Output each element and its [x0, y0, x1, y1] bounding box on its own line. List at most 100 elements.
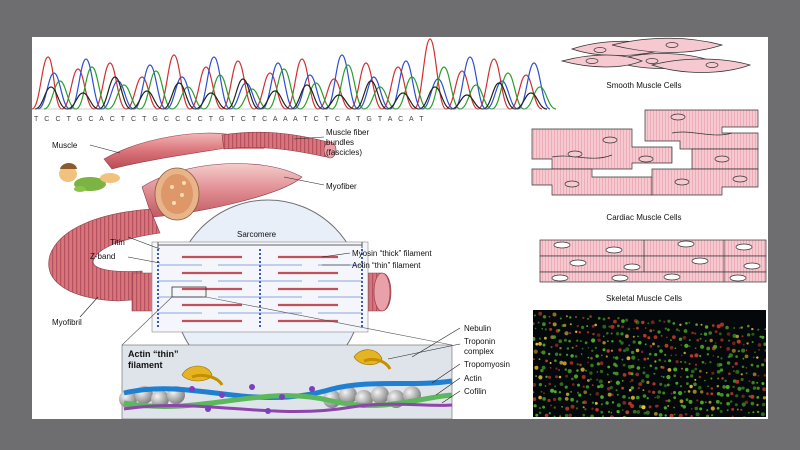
- fluorescence-speckle: [545, 359, 548, 363]
- fluorescence-speckle: [573, 374, 579, 379]
- fluorescence-speckle: [568, 413, 572, 417]
- fluorescence-speckle: [654, 366, 658, 370]
- fluorescence-speckle: [533, 336, 536, 341]
- fluorescence-speckle: [750, 363, 754, 367]
- inset-label-actin: Actin: [464, 374, 482, 383]
- fluorescence-speckle: [595, 408, 599, 412]
- fluorescence-speckle: [632, 335, 635, 338]
- fluorescence-speckle: [616, 393, 619, 396]
- fluorescence-speckle: [562, 361, 567, 366]
- fluorescence-speckle: [654, 396, 657, 399]
- label-myofiber: Myofiber: [326, 182, 357, 191]
- fluorescence-speckle: [669, 345, 674, 350]
- fluorescence-speckle: [663, 384, 667, 388]
- fluorescence-speckle: [587, 379, 590, 382]
- fluorescence-speckle: [574, 355, 578, 358]
- fluorescence-speckle: [735, 394, 739, 398]
- fluorescence-speckle: [544, 336, 547, 340]
- fluorescence-speckle: [668, 359, 672, 363]
- fluorescence-speckle: [610, 380, 613, 383]
- fluorescence-speckle: [635, 348, 640, 353]
- fluorescence-speckle: [764, 349, 766, 352]
- fluorescence-speckle: [752, 356, 755, 359]
- fluorescence-speckle: [625, 318, 629, 322]
- fluorescence-speckle: [563, 338, 567, 342]
- label-z-band: Z-band: [90, 252, 115, 261]
- fluorescence-speckle: [534, 327, 537, 330]
- fluorescence-speckle: [595, 354, 599, 358]
- fluorescence-speckle: [558, 391, 562, 394]
- fluorescence-speckle: [730, 392, 734, 396]
- fluorescence-speckle: [649, 364, 653, 368]
- fluorescence-speckle: [609, 386, 613, 390]
- fluorescence-speckle: [586, 331, 590, 334]
- fluorescence-speckle: [674, 347, 677, 350]
- fluorescence-speckle: [673, 413, 676, 416]
- inset-label-nebulin: Nebulin: [464, 324, 491, 333]
- fluorescence-speckle: [636, 326, 639, 330]
- fluorescence-speckle: [737, 350, 740, 353]
- fluorescence-speckle: [566, 347, 570, 350]
- fluorescence-speckle: [538, 375, 543, 380]
- fluorescence-speckle: [591, 407, 594, 410]
- fluorescence-speckle: [688, 339, 691, 342]
- fluorescence-speckle: [714, 330, 718, 333]
- label-fiber-bundles-3: (fascicles): [326, 148, 362, 157]
- fluorescence-speckle: [630, 350, 635, 355]
- fluorescence-speckle: [591, 349, 594, 352]
- fluorescence-speckle: [557, 329, 561, 332]
- fluorescence-speckle: [599, 369, 604, 374]
- fluorescence-speckle: [767, 327, 769, 330]
- fluorescence-speckle: [713, 344, 718, 349]
- fluorescence-speckle: [716, 385, 719, 388]
- slide: T C C T G C A C T C T G C C C C T G T C …: [32, 37, 768, 419]
- fluorescence-speckle: [544, 328, 547, 331]
- fluorescence-speckle: [646, 380, 650, 384]
- fluorescence-speckle: [570, 404, 575, 409]
- fluorescence-speckle: [716, 370, 721, 374]
- fluorescence-speckle: [602, 335, 605, 338]
- skeletal-muscle-cells: [539, 239, 767, 283]
- fluorescence-speckle: [537, 321, 540, 324]
- fluorescence-speckle: [535, 375, 538, 378]
- fluorescence-speckle: [652, 382, 656, 386]
- fluorescence-speckle: [696, 338, 700, 342]
- fluorescence-speckle: [656, 395, 660, 399]
- fluorescence-speckle: [578, 331, 581, 334]
- fluorescence-speckle: [580, 353, 583, 355]
- fluorescence-speckle: [726, 401, 730, 406]
- fluorescence-speckle: [582, 413, 585, 417]
- fluorescence-speckle: [655, 404, 658, 408]
- inset-label-complex: complex: [464, 347, 494, 356]
- fluorescence-speckle: [699, 407, 703, 411]
- fluorescence-speckle: [576, 369, 579, 372]
- fluorescence-speckle: [621, 386, 624, 390]
- fluorescence-speckle: [565, 392, 570, 396]
- fluorescence-speckle: [740, 408, 743, 411]
- fluorescence-speckle: [553, 406, 556, 409]
- fluorescence-speckle: [724, 379, 727, 382]
- fluorescence-speckle: [752, 386, 757, 390]
- fluorescence-speckle: [607, 365, 611, 369]
- fluorescence-speckle: [594, 346, 598, 350]
- fluorescence-speckle: [682, 405, 686, 409]
- fluorescence-speckle: [596, 362, 601, 366]
- fluorescence-speckle: [629, 380, 632, 383]
- fluorescence-speckle: [709, 338, 713, 343]
- fluorescence-speckle: [637, 386, 641, 390]
- fluorescence-speckle: [643, 357, 647, 361]
- fluorescence-speckle: [602, 341, 606, 345]
- fluorescence-speckle: [533, 358, 535, 360]
- fluorescence-speckle: [761, 363, 765, 367]
- fluorescence-speckle: [756, 364, 760, 368]
- fluorescence-speckle: [675, 328, 679, 331]
- fluorescence-speckle: [741, 365, 745, 369]
- cardiac-muscle-cells: [531, 109, 759, 196]
- fluorescence-speckle: [741, 402, 746, 407]
- fluorescence-speckle: [719, 346, 722, 349]
- fluorescence-speckle: [741, 386, 745, 390]
- fluorescence-speckle: [538, 383, 542, 387]
- fluorescence-speckle: [644, 343, 647, 346]
- figure-canvas: T C C T G C A C T C T G C C C C T G T C …: [32, 37, 769, 419]
- fluorescence-speckle: [622, 395, 626, 399]
